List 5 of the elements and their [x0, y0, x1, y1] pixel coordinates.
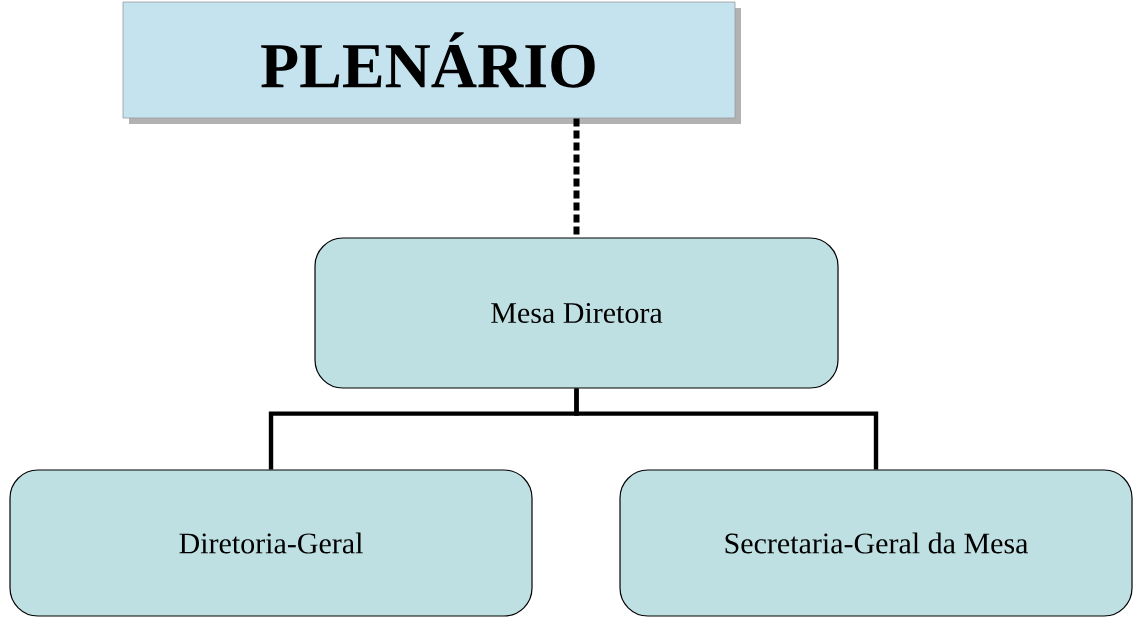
rounded-box: Mesa Diretora [314, 237, 839, 389]
rounded-box: Secretaria-Geral da Mesa [619, 469, 1133, 617]
rounded-box: Diretoria-Geral [9, 469, 533, 617]
title-box: PLENÁRIO [122, 1, 741, 124]
connector-line [574, 388, 879, 470]
